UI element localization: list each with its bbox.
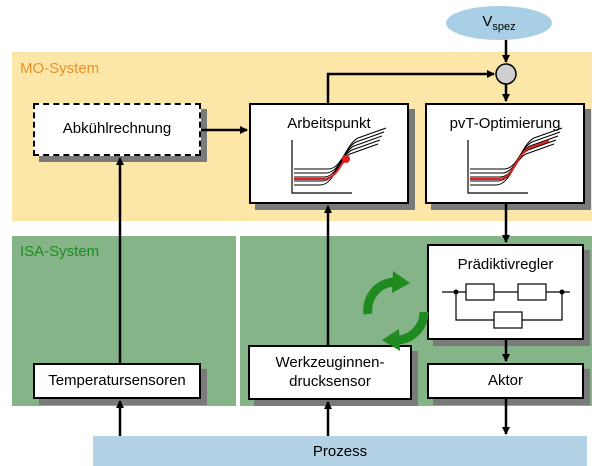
pvt-chart-icon (467, 127, 563, 194)
isa-system-label: ISA-System (20, 243, 100, 260)
arrow-arbeitspunkt-to-junction (326, 70, 495, 103)
abkuehlrechnung-block: Abkühlrechnung (33, 103, 201, 156)
aktor-block: Aktor (427, 363, 584, 399)
temperatursensoren-block: Temperatursensoren (33, 363, 201, 399)
arbeitspunkt-label: Arbeitspunkt (287, 115, 371, 132)
praediktivregler-label: Prädiktivregler (457, 256, 554, 273)
arbeitspunkt-block: Arbeitspunkt (249, 103, 409, 204)
v-spez-subscript: spez (492, 21, 516, 33)
aktor-label: Aktor (487, 372, 523, 389)
arbeitspunkt-chart-icon (291, 127, 387, 194)
abkuehlrechnung-label: Abkühlrechnung (62, 120, 172, 137)
summing-junction-icon (495, 63, 517, 85)
prozess-label: Prozess (312, 442, 368, 460)
v-spez-label: Vspez (482, 13, 515, 33)
mo-system-label: MO-System (20, 60, 100, 77)
werkzeug-label-line1: Werkzeuginnen- (275, 354, 385, 371)
v-spez-main: V (482, 13, 493, 30)
v-spez-input: Vspez (446, 6, 552, 40)
prozess-bar: Prozess (93, 436, 587, 466)
werkzeug-label-line2: drucksensor (289, 373, 371, 390)
temperatursensoren-label: Temperatursensoren (48, 372, 186, 389)
recycle-arrows-icon (363, 277, 429, 345)
pvt-optimierung-block: pvT-Optimierung (425, 103, 585, 204)
recycle-arrowheads-icon (382, 271, 410, 351)
controller-schematic-icon (442, 283, 570, 329)
pvt-optimierung-label: pvT-Optimierung (449, 115, 561, 132)
werkzeuginnendrucksensor-block: Werkzeuginnen- drucksensor (248, 345, 412, 400)
